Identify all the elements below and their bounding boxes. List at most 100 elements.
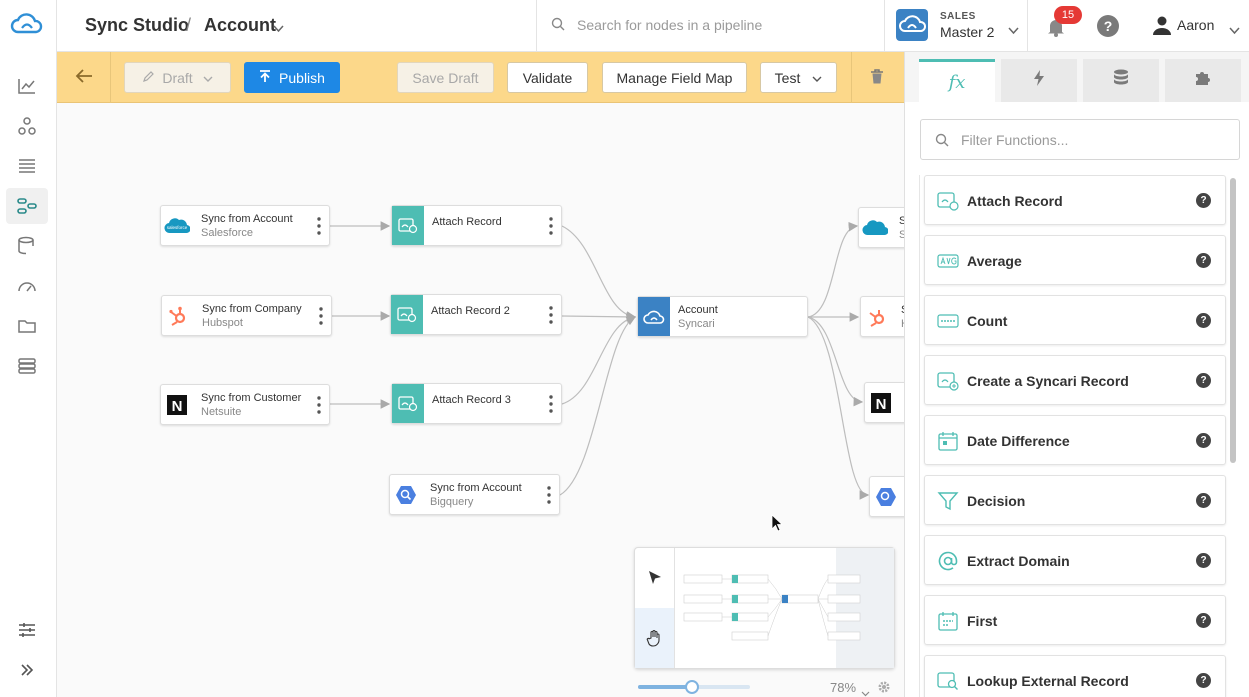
trash-icon[interactable] bbox=[870, 69, 884, 90]
function-help-icon[interactable]: ? bbox=[1196, 253, 1211, 268]
publish-label: Publish bbox=[279, 69, 325, 86]
function-help-icon[interactable]: ? bbox=[1196, 373, 1211, 388]
breadcrumb-page-title[interactable]: Account bbox=[204, 15, 276, 35]
node-more-icon[interactable] bbox=[549, 395, 553, 413]
function-help-icon[interactable]: ? bbox=[1196, 433, 1211, 448]
environment-chevron-down-icon[interactable] bbox=[1008, 22, 1019, 40]
function-help-icon[interactable]: ? bbox=[1196, 553, 1211, 568]
node-attach-record-2[interactable]: Attach Record 2 bbox=[390, 294, 562, 335]
node-more-icon[interactable] bbox=[319, 307, 323, 325]
user-name[interactable]: Aaron bbox=[1177, 17, 1215, 33]
node-account-syncari[interactable]: Account Syncari bbox=[637, 296, 808, 337]
dashboard-nav-icon[interactable] bbox=[6, 268, 48, 304]
zoom-chevron-down-icon[interactable] bbox=[861, 684, 870, 697]
save-draft-button[interactable]: Save Draft bbox=[397, 62, 494, 93]
list-nav-icon[interactable] bbox=[6, 148, 48, 184]
help-icon[interactable]: ? bbox=[1096, 14, 1120, 43]
tab-functions[interactable]: fx bbox=[919, 59, 995, 102]
function-item-lookup-external-record[interactable]: Lookup External Record ? bbox=[924, 655, 1226, 697]
function-item-decision[interactable]: Decision ? bbox=[924, 475, 1226, 525]
function-label: Decision bbox=[967, 493, 1026, 509]
draft-label: Draft bbox=[162, 69, 193, 86]
node-title: Sync from Account bbox=[430, 482, 522, 494]
function-label: First bbox=[967, 613, 998, 629]
function-item-average[interactable]: Average ? bbox=[924, 235, 1226, 285]
top-header: Sync Studio / Account Search for nodes i… bbox=[57, 0, 1249, 52]
tab-actions[interactable] bbox=[1001, 59, 1077, 102]
node-more-icon[interactable] bbox=[317, 217, 321, 235]
function-help-icon[interactable]: ? bbox=[1196, 313, 1211, 328]
user-avatar-icon[interactable] bbox=[1151, 14, 1173, 41]
bigquery-icon bbox=[390, 475, 422, 514]
draft-dropdown[interactable]: Draft bbox=[124, 62, 231, 93]
node-attach-record-3[interactable]: Attach Record 3 bbox=[391, 383, 562, 424]
manage-field-map-button[interactable]: Manage Field Map bbox=[602, 62, 747, 93]
node-destination-salesforce[interactable]: S S bbox=[858, 207, 904, 248]
functions-list-scrollbar[interactable] bbox=[1230, 178, 1236, 463]
folder-nav-icon[interactable] bbox=[6, 308, 48, 344]
tab-data[interactable] bbox=[1083, 59, 1159, 102]
page-title-chevron-down-icon[interactable] bbox=[273, 20, 284, 38]
zoom-settings-gear-icon[interactable] bbox=[877, 680, 891, 697]
function-item-extract-domain[interactable]: Extract Domain ? bbox=[924, 535, 1226, 585]
pipeline-nav-icon[interactable] bbox=[6, 188, 48, 224]
node-destination-hubspot[interactable]: S H bbox=[860, 296, 904, 337]
environment-cloud-icon[interactable] bbox=[896, 9, 928, 41]
node-more-icon[interactable] bbox=[547, 486, 551, 504]
pipeline-node-search[interactable]: Search for nodes in a pipeline bbox=[536, 0, 885, 51]
validate-button[interactable]: Validate bbox=[507, 62, 588, 93]
filter-functions-input[interactable]: Filter Functions... bbox=[961, 132, 1069, 148]
settings-sliders-nav-icon[interactable] bbox=[6, 612, 48, 648]
database-edit-nav-icon[interactable] bbox=[6, 228, 48, 264]
graph-nav-icon[interactable] bbox=[6, 108, 48, 144]
test-chevron-down-icon bbox=[812, 70, 822, 86]
node-more-icon[interactable] bbox=[549, 217, 553, 235]
zoom-slider-handle[interactable] bbox=[685, 680, 699, 694]
attach-record-icon bbox=[392, 206, 424, 245]
user-menu-chevron-down-icon[interactable] bbox=[1229, 22, 1240, 40]
expand-sidebar-icon[interactable] bbox=[6, 652, 48, 688]
functions-panel-content: Filter Functions... Attach Record ? Aver… bbox=[905, 102, 1249, 697]
test-label: Test bbox=[774, 69, 801, 86]
pipeline-canvas[interactable]: salesforce Sync from Account Salesforce … bbox=[57, 103, 904, 697]
node-destination-netsuite[interactable]: N bbox=[864, 382, 904, 423]
function-item-create-syncari-record[interactable]: Create a Syncari Record ? bbox=[924, 355, 1226, 405]
syncari-logo-icon[interactable] bbox=[10, 10, 44, 40]
environment-name[interactable]: Master 2 bbox=[940, 24, 995, 40]
breadcrumb-separator: / bbox=[186, 15, 192, 35]
pan-tool-button[interactable] bbox=[635, 608, 674, 668]
node-more-icon[interactable] bbox=[549, 306, 553, 324]
node-more-icon[interactable] bbox=[317, 396, 321, 414]
zoom-slider[interactable] bbox=[638, 680, 750, 694]
function-help-icon[interactable]: ? bbox=[1196, 493, 1211, 508]
node-attach-record-1[interactable]: Attach Record bbox=[391, 205, 562, 246]
tab-extensions[interactable] bbox=[1165, 59, 1241, 102]
select-pointer-tool-icon[interactable] bbox=[647, 570, 663, 591]
node-title: S bbox=[901, 304, 904, 316]
function-item-attach-record[interactable]: Attach Record ? bbox=[924, 175, 1226, 225]
test-dropdown[interactable]: Test bbox=[760, 62, 837, 93]
publish-button[interactable]: Publish bbox=[244, 62, 340, 93]
function-item-first[interactable]: First ? bbox=[924, 595, 1226, 645]
stack-nav-icon[interactable] bbox=[6, 348, 48, 384]
back-arrow-icon[interactable] bbox=[75, 68, 93, 89]
node-sync-company-hubspot[interactable]: Sync from Company Hubspot bbox=[161, 295, 332, 336]
node-destination-bigquery[interactable] bbox=[869, 476, 904, 517]
function-item-date-difference[interactable]: Date Difference ? bbox=[924, 415, 1226, 465]
breadcrumb-app-title[interactable]: Sync Studio bbox=[85, 15, 190, 35]
filter-functions-field[interactable]: Filter Functions... bbox=[920, 119, 1240, 160]
node-sync-customer-netsuite[interactable]: N Sync from Customer Netsuite bbox=[160, 384, 330, 425]
manage-field-map-label: Manage Field Map bbox=[616, 69, 733, 86]
function-help-icon[interactable]: ? bbox=[1196, 613, 1211, 628]
function-item-count[interactable]: Count ? bbox=[924, 295, 1226, 345]
search-input[interactable]: Search for nodes in a pipeline bbox=[577, 17, 763, 33]
svg-text:N: N bbox=[876, 396, 887, 413]
function-help-icon[interactable]: ? bbox=[1196, 193, 1211, 208]
function-help-icon[interactable]: ? bbox=[1196, 673, 1211, 688]
analytics-nav-icon[interactable] bbox=[6, 68, 48, 104]
node-sync-account-bigquery[interactable]: Sync from Account Bigquery bbox=[389, 474, 560, 515]
node-sync-account-salesforce[interactable]: salesforce Sync from Account Salesforce bbox=[160, 205, 330, 246]
tab-functions-label: fx bbox=[948, 71, 966, 93]
node-title: Sync from Company bbox=[202, 303, 302, 315]
canvas-minimap[interactable] bbox=[634, 547, 895, 669]
